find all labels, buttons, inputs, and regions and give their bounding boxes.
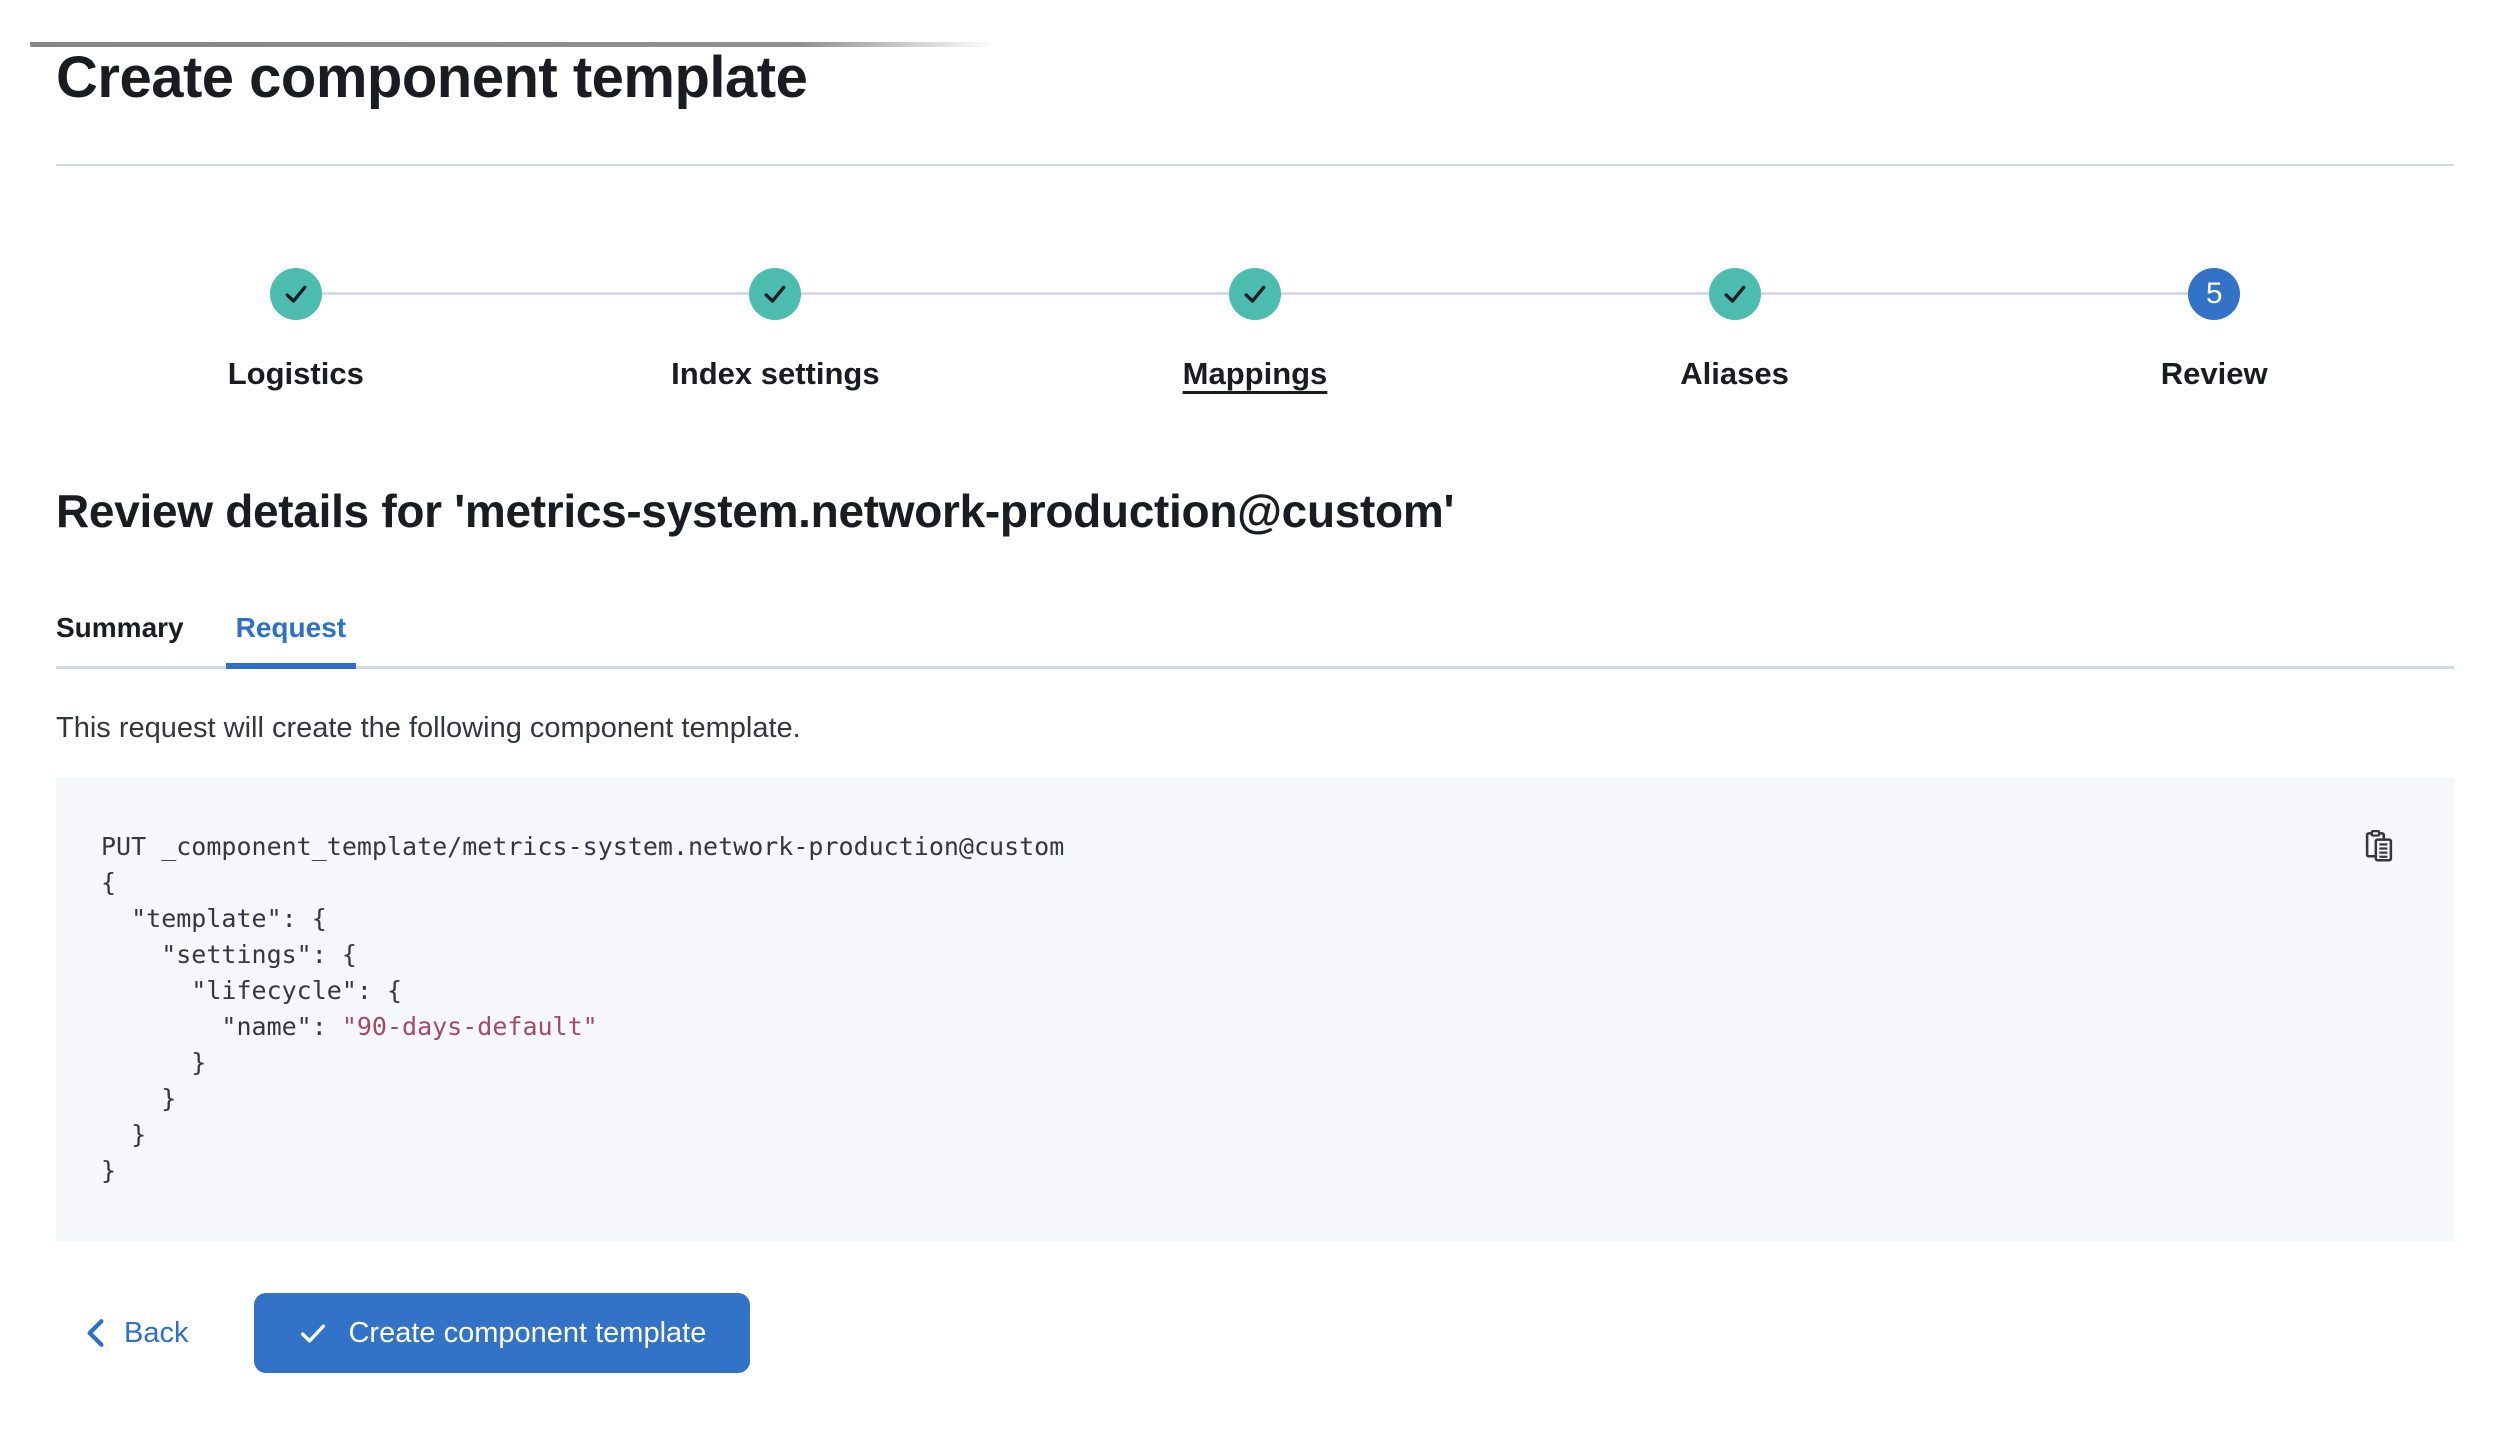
step-number: 5 [2205, 277, 2223, 310]
wizard-footer: Back Create component template [56, 1293, 2454, 1373]
code-line: "template": { [101, 904, 327, 933]
step-mappings-indicator[interactable] [1228, 268, 1281, 320]
back-button[interactable]: Back [82, 1316, 188, 1350]
create-component-template-page: Create component template Logistics Inde… [0, 42, 2506, 1373]
top-edge-artifact [30, 42, 995, 47]
step-index-settings[interactable]: Index settings [295, 268, 1016, 392]
code-line: } [101, 1084, 177, 1113]
check-icon [285, 285, 307, 303]
tab-summary[interactable]: Summary [56, 612, 184, 666]
step-aliases-indicator[interactable] [1708, 268, 1761, 320]
code-line: { [101, 868, 117, 897]
step-review-indicator[interactable]: 5 [2188, 268, 2241, 320]
code-line: } [101, 1156, 117, 1185]
back-button-label: Back [124, 1316, 189, 1349]
create-button-label: Create component template [348, 1316, 707, 1349]
copy-button[interactable] [2360, 827, 2398, 865]
check-icon [764, 285, 786, 303]
chevron-left-icon [87, 1319, 104, 1347]
code-string-value: "90-days-default" [341, 1012, 598, 1041]
step-logistics-indicator[interactable] [269, 268, 322, 320]
tab-request[interactable]: Request [225, 612, 357, 669]
step-mappings-label[interactable]: Mappings [1182, 356, 1328, 391]
step-aliases[interactable]: Aliases [1255, 268, 1975, 392]
code-line: "name": "90-days-default" [101, 1012, 598, 1041]
step-aliases-label[interactable]: Aliases [1680, 356, 1789, 391]
check-icon [1244, 285, 1266, 303]
review-tabs: Summary Request [56, 612, 2454, 669]
code-line: PUT _component_template/metrics-system.n… [101, 832, 1065, 861]
code-line: } [101, 1048, 207, 1077]
step-review[interactable]: 5 Review [1734, 268, 2454, 392]
step-review-label[interactable]: Review [2160, 356, 2268, 391]
code-line: "settings": { [101, 940, 357, 969]
step-logistics[interactable]: Logistics [56, 268, 536, 392]
code-line: "lifecycle": { [101, 976, 403, 1005]
step-index-settings-indicator[interactable] [749, 268, 802, 320]
check-icon [1724, 285, 1745, 303]
code-line: } [101, 1120, 147, 1149]
create-component-template-button[interactable]: Create component template [254, 1293, 751, 1373]
request-code-block: PUT _component_template/metrics-system.n… [56, 777, 2454, 1241]
wizard-stepper: Logistics Index settings Mappings [56, 268, 2454, 392]
request-description: This request will create the following c… [56, 712, 801, 744]
copy-icon [2365, 830, 2393, 862]
step-mappings[interactable]: Mappings [775, 268, 1495, 392]
step-logistics-label[interactable]: Logistics [227, 356, 364, 391]
review-heading: Review details for 'metrics-system.netwo… [56, 485, 1455, 537]
check-icon [301, 1324, 326, 1343]
step-index-settings-label[interactable]: Index settings [671, 356, 880, 391]
header-divider [56, 164, 2454, 166]
page-title: Create component template [56, 45, 808, 110]
